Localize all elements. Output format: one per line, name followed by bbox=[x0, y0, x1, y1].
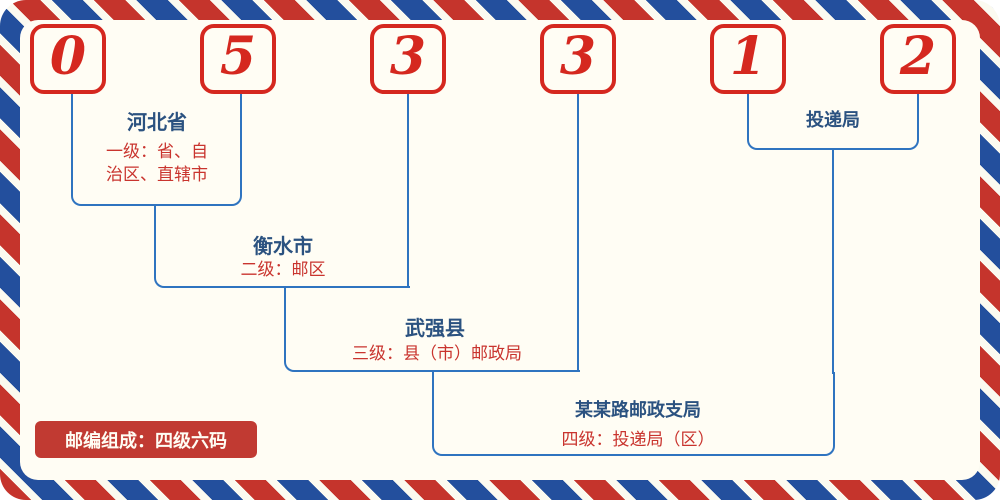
level2-region-name: 衡水市 bbox=[253, 236, 313, 258]
delivery-office-label: 投递局 bbox=[806, 110, 860, 130]
connector-bracket-level3 bbox=[284, 288, 580, 372]
badge-text: 邮编组成：四级六码 bbox=[65, 430, 227, 451]
connector-digit4-vertical bbox=[577, 94, 579, 372]
connector-bracket-delivery bbox=[747, 94, 919, 150]
level2-description: 二级：邮区 bbox=[240, 260, 326, 279]
level1-description-line2: 治区、直辖市 bbox=[106, 165, 208, 184]
postal-digit-box-2: 5 bbox=[200, 24, 276, 94]
level3-region-name: 武强县 bbox=[405, 318, 465, 340]
level4-description: 四级：投递局（区） bbox=[561, 430, 715, 449]
connector-digit3-vertical bbox=[407, 94, 409, 288]
connector-bracket-level1 bbox=[71, 94, 242, 206]
postal-digit-2: 5 bbox=[219, 26, 257, 87]
postal-digit-4: 3 bbox=[559, 26, 597, 87]
connector-bracket-level4 bbox=[432, 372, 835, 456]
postal-digit-6: 2 bbox=[899, 26, 937, 87]
postal-digit-box-3: 3 bbox=[370, 24, 446, 94]
postal-digit-5: 1 bbox=[729, 26, 767, 87]
envelope-inner-panel bbox=[20, 20, 980, 480]
postal-digit-3: 3 bbox=[389, 26, 427, 87]
postal-code-composition-badge: 邮编组成：四级六码 bbox=[35, 421, 257, 458]
connector-delivery-stem bbox=[832, 150, 834, 374]
level1-description: 一级：省、自 治区、直辖市 bbox=[82, 140, 232, 186]
postal-digit-box-6: 2 bbox=[880, 24, 956, 94]
level1-description-line1: 一级：省、自 bbox=[106, 142, 208, 161]
postal-digit-1: 0 bbox=[49, 26, 87, 87]
level4-region-name: 某某路邮政支局 bbox=[575, 400, 701, 420]
level1-region-name: 河北省 bbox=[127, 112, 187, 134]
level3-description: 三级：县（市）邮政局 bbox=[352, 344, 522, 363]
postal-digit-box-5: 1 bbox=[710, 24, 786, 94]
connector-bracket-level2 bbox=[154, 206, 410, 288]
postal-digit-box-1: 0 bbox=[30, 24, 106, 94]
postal-digit-box-4: 3 bbox=[540, 24, 616, 94]
